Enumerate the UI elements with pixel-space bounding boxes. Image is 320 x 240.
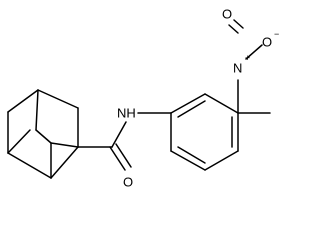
nitro-group: N + O O − xyxy=(222,7,279,114)
carboxamide-group: NH O xyxy=(77,106,172,190)
nitro-oxygen-charge: − xyxy=(274,29,279,39)
nitro-nitrogen-charge: + xyxy=(245,53,250,63)
adamantane-cage xyxy=(7,89,79,179)
double-bond xyxy=(233,19,244,29)
benzene-ring xyxy=(170,93,239,171)
bond xyxy=(170,93,206,114)
amide-nh-label: NH xyxy=(117,106,136,121)
aromatic-inner-bond xyxy=(177,100,206,118)
nitro-oxygen-single-label: O xyxy=(262,35,272,50)
bond xyxy=(7,129,31,154)
bond xyxy=(170,150,206,171)
aromatic-inner-bond xyxy=(177,146,206,164)
double-bond xyxy=(109,146,126,171)
bond xyxy=(37,89,79,109)
bond xyxy=(35,89,39,131)
bond xyxy=(204,93,239,114)
bond xyxy=(7,89,39,113)
bond xyxy=(245,44,263,60)
bond xyxy=(111,121,127,148)
carbonyl-oxygen-label: O xyxy=(123,175,133,190)
chemical-structure: NH O N + O O − xyxy=(7,7,279,190)
bond xyxy=(35,129,52,144)
bond xyxy=(204,150,239,171)
bond xyxy=(50,142,79,148)
double-bond xyxy=(228,24,239,34)
bond xyxy=(7,152,52,179)
nitro-oxygen-double-label: O xyxy=(222,7,232,22)
bond xyxy=(50,146,79,179)
double-bond xyxy=(115,143,132,168)
nitro-nitrogen-label: N xyxy=(233,61,242,76)
